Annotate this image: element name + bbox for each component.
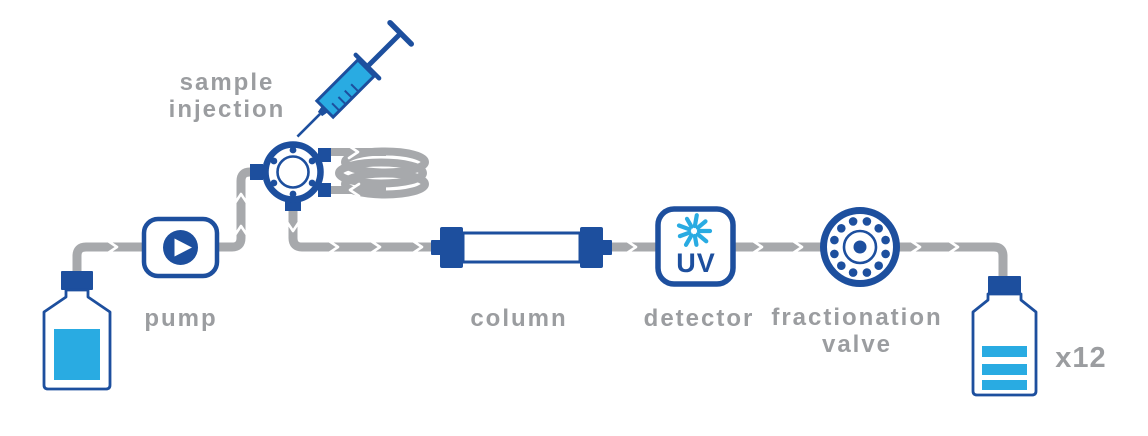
fraction-count-label: x12 xyxy=(1055,342,1107,374)
label-column: column xyxy=(470,305,568,332)
valve-inner-ring xyxy=(276,155,310,189)
fraction-bottle-body xyxy=(971,292,1038,397)
column xyxy=(431,227,612,268)
column-body xyxy=(461,231,582,264)
label-pump: pump xyxy=(144,305,218,332)
fractionation-center-dot xyxy=(853,240,867,254)
solvent-bottle-cap xyxy=(61,271,93,290)
uv-detector xyxy=(655,206,736,287)
syringe-plunger-rod xyxy=(367,31,403,67)
column-nub-right xyxy=(602,240,612,255)
column-cap-right xyxy=(580,227,603,268)
label-fractionation-valve: fractionation valve xyxy=(771,304,943,358)
label-sample-injection: sample injection xyxy=(168,69,286,123)
pump-play-icon xyxy=(174,238,192,257)
tubing xyxy=(72,167,1008,279)
fraction-bottle-cap xyxy=(988,276,1021,294)
syringe-hub xyxy=(317,105,329,117)
solvent-liquid xyxy=(54,329,100,380)
tube-bottle-to-pump xyxy=(72,242,146,274)
syringe xyxy=(296,19,415,138)
uv-starburst-icon xyxy=(676,213,713,247)
syringe-graduations xyxy=(331,83,359,112)
tube-valve-to-column xyxy=(288,210,433,252)
syringe-plunger-handle xyxy=(387,19,415,47)
valve-port-right-bottom xyxy=(318,183,331,197)
syringe-flange xyxy=(353,52,382,81)
solvent-bottle xyxy=(42,271,112,391)
tube-fractionation-to-bottle xyxy=(894,242,1008,279)
column-cap-left xyxy=(440,227,463,268)
valve-bolt-dots xyxy=(270,146,316,198)
fractionation-valve xyxy=(820,207,900,287)
column-nub-left xyxy=(431,240,441,255)
label-detector: detector xyxy=(643,305,755,332)
detector-uv-label: UV xyxy=(676,248,716,278)
valve-port-right-top xyxy=(318,148,331,162)
sample-loop xyxy=(322,147,429,199)
fraction-collector-bottle xyxy=(971,276,1038,397)
fraction-stripes xyxy=(982,346,1027,390)
sample-injection-valve xyxy=(250,141,331,211)
syringe-needle xyxy=(296,113,321,138)
pump xyxy=(141,216,220,279)
tube-pump-to-valve xyxy=(214,167,254,252)
valve-port-left xyxy=(250,164,263,180)
fractionation-port-dots xyxy=(830,217,890,277)
